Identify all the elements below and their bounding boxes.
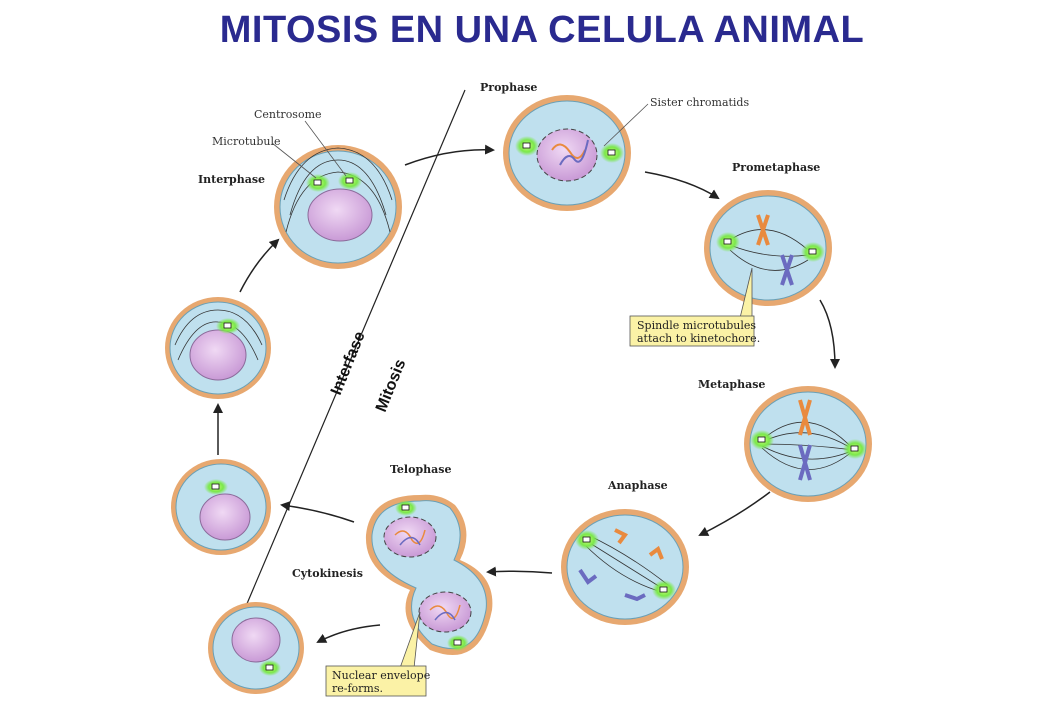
interphase-mitosis-divider [245,89,466,607]
arrow-metaphase-to-anaphase [698,491,771,536]
callout-spindle-line1: Spindle microtubules [637,319,756,332]
cell-g1-late [165,297,271,399]
arrow-prometaphase-to-metaphase [819,299,840,369]
cell-metaphase [744,386,872,502]
label-centrosome: Centrosome [254,108,322,121]
interfase-label: Interfase [328,329,369,397]
arrow-interphase-to-prophase [404,144,495,166]
label-interphase: Interphase [198,173,265,186]
arrow-g1-to-interphase [239,238,280,293]
cell-telophase [365,494,493,655]
page-title: MITOSIS EN UNA CELULA ANIMAL [220,9,865,51]
label-cytokinesis: Cytokinesis [292,567,363,580]
microtubule-pointer [271,142,317,179]
callout-nuclear-line2: re-forms. [332,682,383,695]
arrow-telophase-to-daughter-top [280,501,355,523]
arrow-prophase-to-prometaphase [644,171,720,200]
label-microtubule: Microtubule [212,135,280,148]
label-prophase: Prophase [480,81,537,94]
label-metaphase: Metaphase [698,378,765,391]
callout-spindle: Spindle microtubules attach to kinetocho… [629,267,760,347]
cell-prometaphase [704,190,832,306]
label-anaphase: Anaphase [607,479,668,492]
sister-chromatids-pointer [603,103,649,147]
label-prometaphase: Prometaphase [732,161,820,174]
callout-spindle-line2: attach to kinetochore. [637,332,760,345]
label-sister-chromatids: Sister chromatids [650,96,749,109]
cell-prophase [503,95,631,211]
mitosis-label: Mitosis [373,357,409,415]
label-telophase: Telophase [390,463,451,476]
cell-anaphase [561,509,689,625]
arrow-anaphase-to-telophase [486,566,553,577]
callout-nuclear-line1: Nuclear envelope [332,669,430,682]
centrosome-pointer [304,120,347,177]
arrow-telophase-to-daughter-bottom [316,624,381,643]
cell-g1-early [171,459,271,555]
cell-daughter-bottom [208,602,304,694]
callout-nuclear-envelope: Nuclear envelope re-forms. [325,611,430,697]
cell-interphase [274,145,402,269]
